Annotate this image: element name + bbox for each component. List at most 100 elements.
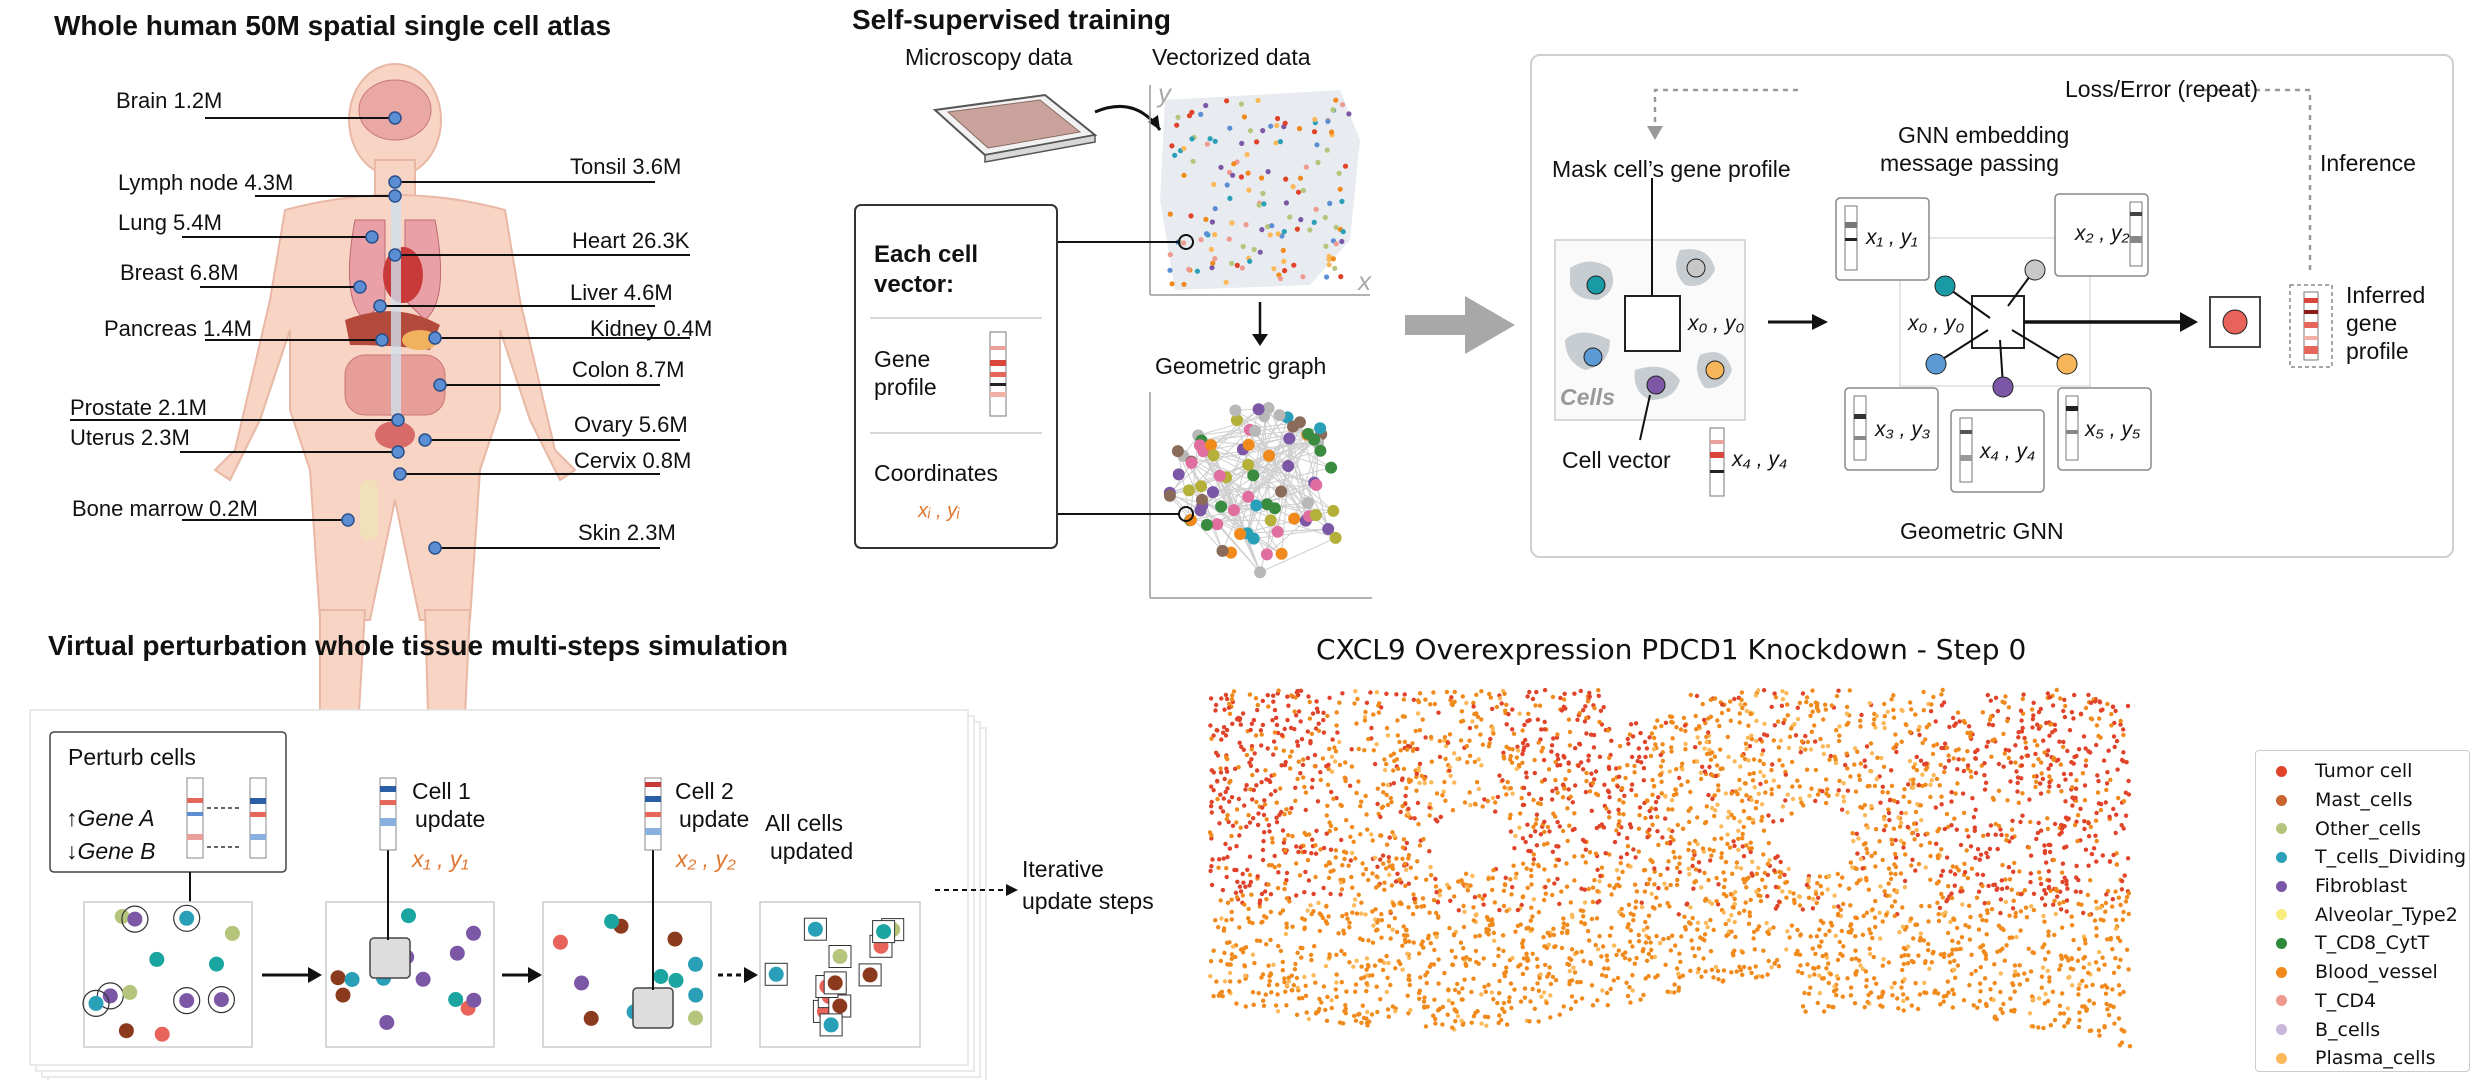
tissue-cell-dot bbox=[1620, 952, 1625, 957]
tissue-cell-dot bbox=[2074, 819, 2079, 824]
vector-dot bbox=[1314, 142, 1320, 148]
tissue-cell-dot bbox=[1508, 812, 1513, 817]
tissue-cell-dot bbox=[1808, 747, 1814, 752]
tissue-cell-dot bbox=[1795, 716, 1801, 722]
vector-dot bbox=[1313, 206, 1319, 212]
tissue-cell-dot bbox=[1891, 826, 1897, 831]
tissue-cell-dot bbox=[1637, 754, 1642, 760]
tissue-cell-dot bbox=[2123, 790, 2128, 795]
tissue-cell-dot bbox=[1702, 820, 1708, 826]
vector-dot bbox=[1273, 140, 1279, 146]
tissue-cell-dot bbox=[1690, 856, 1696, 861]
tissue-cell-dot bbox=[1469, 1020, 1474, 1025]
tissue-cell-dot bbox=[1563, 777, 1568, 782]
tissue-cell-dot bbox=[1433, 817, 1438, 822]
tissue-cell-dot bbox=[1264, 817, 1269, 822]
tissue-cell-dot bbox=[1633, 721, 1639, 726]
vector-dot bbox=[1209, 219, 1215, 225]
tissue-cell-dot bbox=[2038, 828, 2044, 833]
tissue-cell-dot bbox=[1219, 737, 1224, 742]
tissue-cell-dot bbox=[1363, 912, 1368, 917]
tissue-cell-dot bbox=[1530, 696, 1536, 702]
tissue-cell-dot bbox=[1580, 854, 1585, 859]
tissue-cell-dot bbox=[1424, 980, 1430, 986]
tissue-cell-dot bbox=[1980, 710, 1986, 715]
tissue-cell-dot bbox=[1532, 1006, 1538, 1011]
tissue-cell-dot bbox=[1260, 722, 1266, 728]
tissue-cell-dot bbox=[1772, 961, 1778, 966]
tissue-cell-dot bbox=[1677, 975, 1682, 980]
tissue-cell-dot bbox=[1318, 777, 1324, 783]
tissue-cell-dot bbox=[1486, 744, 1492, 749]
tissue-cell-dot bbox=[1243, 884, 1248, 889]
tissue-cell-dot bbox=[1278, 786, 1283, 791]
tissue-cell-dot bbox=[1677, 775, 1682, 781]
tissue-cell-dot bbox=[1393, 966, 1398, 971]
tissue-cell-dot bbox=[1781, 720, 1786, 726]
tissue-cell-dot bbox=[1738, 968, 1744, 973]
tissue-cell-dot bbox=[1387, 835, 1392, 840]
tissue-cell-dot bbox=[2127, 1044, 2133, 1049]
tissue-cell-dot bbox=[1343, 778, 1348, 784]
tissue-cell-dot bbox=[1421, 837, 1426, 842]
tissue-cell-dot bbox=[1716, 977, 1721, 982]
tissue-cell-dot bbox=[2088, 824, 2094, 830]
graph-node bbox=[1247, 532, 1260, 545]
tissue-cell-dot bbox=[1817, 927, 1822, 932]
tissue-cell-dot bbox=[2081, 910, 2086, 916]
legend-item: Alveolar_Type2 bbox=[2276, 900, 2469, 929]
tissue-cell-dot bbox=[1479, 763, 1484, 768]
vector-dot bbox=[1212, 138, 1218, 144]
tissue-cell-dot bbox=[1370, 871, 1375, 876]
tissue-cell-dot bbox=[1786, 866, 1791, 872]
tissue-cell-dot bbox=[2088, 1028, 2094, 1033]
tissue-cell-dot bbox=[1295, 743, 1301, 748]
tissue-cell-dot bbox=[1447, 732, 1453, 737]
tissue-cell-dot bbox=[1541, 935, 1546, 940]
tissue-cell-dot bbox=[1550, 849, 1556, 854]
tissue-cell-dot bbox=[1588, 960, 1593, 965]
tissue-cell-dot bbox=[1256, 991, 1261, 996]
tissue-cell-dot bbox=[1236, 765, 1241, 770]
tissue-cell-dot bbox=[1886, 960, 1892, 965]
tissue-cell-dot bbox=[2064, 909, 2069, 914]
tissue-cell-dot bbox=[2016, 730, 2021, 735]
tissue-cell-dot bbox=[1815, 881, 1820, 886]
tissue-cell-dot bbox=[1599, 972, 1605, 978]
tissue-cell-dot bbox=[1320, 915, 1326, 921]
tissue-cell-dot bbox=[2052, 821, 2058, 827]
tissue-cell-dot bbox=[1746, 921, 1752, 926]
tissue-cell-dot bbox=[1442, 779, 1447, 785]
tissue-cell-dot bbox=[1379, 918, 1385, 923]
tissue-cell-dot bbox=[2083, 941, 2088, 946]
tissue-cell-dot bbox=[1343, 760, 1348, 765]
tissue-cell-dot bbox=[1780, 697, 1786, 702]
tissue-cell-dot bbox=[2031, 700, 2036, 705]
tissue-cell-dot bbox=[1400, 776, 1405, 781]
tissue-cell-dot bbox=[1632, 961, 1638, 966]
tissue-cell-dot bbox=[1329, 789, 1334, 795]
tissue-cell-dot bbox=[1734, 860, 1740, 865]
tissue-cell-dot bbox=[1747, 771, 1752, 777]
tissue-cell-dot bbox=[1924, 990, 1929, 996]
tissue-cell-dot bbox=[1314, 828, 1319, 833]
tissue-cell-dot bbox=[1403, 793, 1408, 799]
tissue-cell-dot bbox=[1779, 703, 1785, 708]
tissue-cell-dot bbox=[1933, 988, 1938, 993]
tissue-cell-dot bbox=[1431, 690, 1436, 695]
tissue-cell-dot bbox=[2086, 863, 2091, 868]
tissue-cell-dot bbox=[1692, 850, 1697, 855]
tissue-cell-dot bbox=[1450, 962, 1456, 968]
vector-dot bbox=[1247, 128, 1253, 134]
graph-node bbox=[1263, 449, 1276, 462]
tissue-cell-dot bbox=[1596, 693, 1602, 698]
tissue-cell-dot bbox=[1260, 805, 1265, 810]
tissue-cell-dot bbox=[2000, 862, 2005, 868]
graph-node bbox=[1271, 525, 1284, 538]
tissue-cell-dot bbox=[1242, 946, 1247, 951]
tissue-cell-dot bbox=[1708, 917, 1713, 923]
tissue-cell-dot bbox=[1605, 1003, 1611, 1008]
tissue-cell-dot bbox=[2098, 905, 2103, 910]
tissue-cell-dot bbox=[1413, 875, 1419, 881]
tissue-cell-dot bbox=[1581, 914, 1586, 919]
